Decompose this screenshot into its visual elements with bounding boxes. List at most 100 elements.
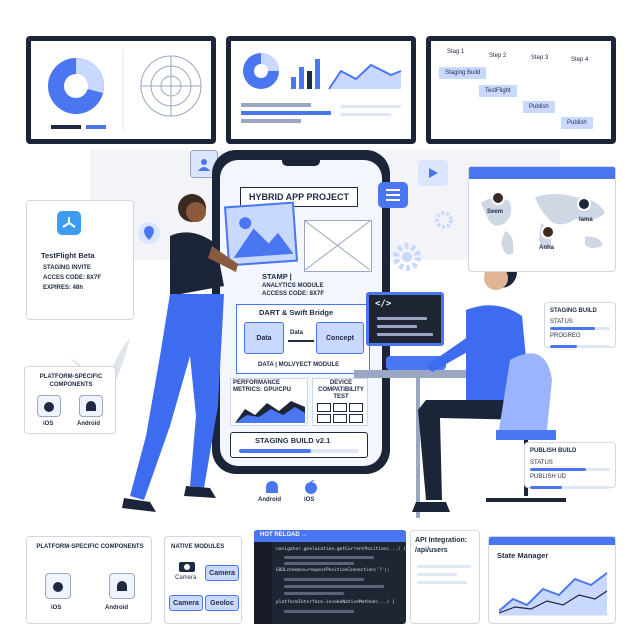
state-manager-title: State Manager — [497, 551, 549, 560]
monitor-dashboard — [226, 36, 416, 144]
platform-components-card-bottom: PLATFORM-SPECIFIC COMPONENTS iOS Android — [26, 536, 152, 624]
platform-bottom-android-label: Android — [105, 605, 128, 611]
team-map-header — [469, 167, 615, 179]
testflight-app-icon[interactable] — [57, 211, 81, 235]
native-modules-card: NATIVE MODULES Camera Camera Camera Geol… — [164, 536, 242, 624]
platform-top-android-label: Android — [77, 421, 100, 427]
person-seem: Seem — [487, 209, 504, 215]
code-tag: </> — [375, 299, 392, 309]
code-line-2: GOOLcheemce=requestPositionConnection('?… — [276, 568, 390, 573]
state-manager-chart — [499, 572, 609, 616]
testflight-invite: STAGING INVITE — [43, 265, 91, 271]
access-code-label: ACCESS CODE: 8X7F — [262, 291, 325, 297]
staging-build-card: STAGING BUILD STATUS PROGREG — [544, 302, 616, 348]
pipeline-stage-staging[interactable]: Staging Build — [439, 67, 487, 79]
hot-reload-panel: HOT RELOAD → navigator.geolocation.getCu… — [254, 530, 406, 624]
platform-top-apple-icon[interactable] — [37, 395, 61, 417]
state-manager-header — [489, 537, 615, 545]
code-line-3: platformInterface.invokeNativeMethod(...… — [276, 600, 395, 605]
staging-card-progress-label: PROGREG — [550, 333, 581, 339]
pipeline-stage-publish[interactable]: Publish — [523, 101, 555, 113]
testflight-title: TestFlight Beta — [41, 251, 95, 260]
person-lama: lama — [579, 217, 593, 223]
staging-build-label: STAGING BUILD v2.1 — [255, 436, 331, 445]
avatar-anha[interactable] — [541, 225, 555, 239]
camera-icon-label: Camera — [175, 575, 197, 581]
publish-card-publish-bar — [530, 486, 610, 489]
platform-bottom-apple-icon[interactable] — [45, 573, 71, 599]
gear-icon — [392, 242, 422, 272]
analytics-charts — [48, 49, 202, 131]
phone-title: HYBRID APP PROJECT — [240, 187, 359, 207]
pipeline-step-1: Stag 1 — [447, 49, 465, 55]
bridge-title: DART & Swift Bridge — [259, 308, 334, 317]
pipeline-stage-publish-final[interactable]: Publish — [561, 117, 593, 129]
publish-card-status-fill — [530, 468, 586, 471]
device-title: DEVICE COMPATIBILITY TEST — [318, 380, 364, 400]
analytics-module-label: ANALYTICS MODULE — [262, 283, 324, 289]
phone-menu-icon[interactable] — [378, 182, 408, 208]
native-modules-title: NATIVE MODULES — [171, 544, 225, 550]
platform-top-android-icon[interactable] — [79, 395, 103, 417]
publish-card-publish-fill — [530, 486, 562, 489]
state-manager-card: State Manager — [488, 536, 616, 624]
sitting-developer-figure — [354, 256, 566, 518]
avatar-lama[interactable] — [577, 197, 591, 211]
image-icon — [233, 217, 294, 258]
platform-components-card-top: PLATFORM-SPECIFIC COMPONENTS iOS Android — [24, 366, 116, 434]
publish-card-title: PUBLISH BUILD — [530, 448, 577, 454]
platform-bottom-android-icon[interactable] — [109, 573, 135, 599]
platform-top-title: PLATFORM-SPECIFIC COMPONENTS — [39, 374, 103, 388]
testflight-code: ACCES CODE: 8X7F — [43, 275, 102, 281]
camera-button-bottom[interactable]: Camera — [169, 595, 203, 611]
api-integration-card: API Integration: /api/users — [410, 530, 480, 624]
geoloc-button[interactable]: Geoloc — [205, 595, 239, 611]
phone-ios-label: iOS — [304, 497, 315, 503]
device-grid — [317, 403, 363, 423]
image-card-held[interactable] — [223, 201, 299, 267]
person-anha: Anha — [539, 245, 554, 251]
bridge-data-button[interactable]: Data — [244, 322, 284, 354]
camera-icon — [179, 559, 195, 572]
testflight-card: TestFlight Beta STAGING INVITE ACCES COD… — [26, 200, 134, 320]
location-pin-icon — [138, 222, 160, 244]
settings-icon — [434, 210, 454, 230]
avatar-seem[interactable] — [491, 191, 505, 205]
monitor-pipeline: Stag 1 Step 2 Step 3 Step 4 Staging Buil… — [426, 36, 616, 144]
monitor-dashboard-screen — [231, 41, 411, 139]
camera-button-top[interactable]: Camera — [205, 565, 239, 581]
desk-code-monitor: </> — [366, 292, 444, 346]
bridge-concept-button[interactable]: Concept — [316, 322, 364, 354]
perf-title: PERFORMANCE METRICS: GPU/CPU — [233, 380, 292, 393]
perf-chart — [235, 401, 305, 423]
pipeline-step-4: Step 4 — [571, 57, 589, 63]
android-icon — [264, 480, 280, 494]
staging-build-progress — [239, 449, 359, 453]
play-video-icon — [418, 160, 448, 186]
monitor-analytics-screen — [31, 41, 211, 139]
apple-icon — [304, 480, 318, 494]
code-line-1: navigator.geolocation.getCurrentPosition… — [276, 547, 406, 552]
staging-card-title: STAGING BUILD — [550, 308, 597, 314]
image-placeholder — [304, 220, 372, 272]
perf-panel: PERFORMANCE METRICS: GPU/CPU — [230, 378, 308, 426]
publish-card-status-label: STATUS — [530, 460, 553, 466]
staging-build-progress-fill — [239, 449, 311, 453]
bridge-arrow — [288, 340, 314, 342]
testflight-expires: EXPIRES: 48h — [43, 285, 84, 291]
hot-reload-gutter — [254, 542, 272, 624]
platform-bottom-title: PLATFORM-SPECIFIC COMPONENTS — [36, 544, 144, 550]
publish-build-card: PUBLISH BUILD STATUS PUBLISH UD — [524, 442, 616, 489]
staging-card-progress-bar — [550, 345, 610, 348]
phone-android-label: Android — [258, 497, 281, 503]
bridge-footer: DATA | MOLVYECT MODULE — [258, 362, 340, 368]
team-map-card: Seem lama Anha — [468, 166, 616, 272]
pipeline-step-3: Step 3 — [531, 55, 549, 61]
staging-card-status-label: STATUS — [550, 319, 573, 325]
staging-build-panel: STAGING BUILD v2.1 — [230, 432, 368, 458]
hot-reload-header — [254, 530, 406, 542]
pipeline-stage-testflight[interactable]: TestFlight — [479, 85, 517, 97]
phone-notch — [282, 160, 320, 166]
publish-card-status-bar — [530, 468, 610, 471]
publish-card-publish-label: PUBLISH UD — [530, 474, 567, 480]
